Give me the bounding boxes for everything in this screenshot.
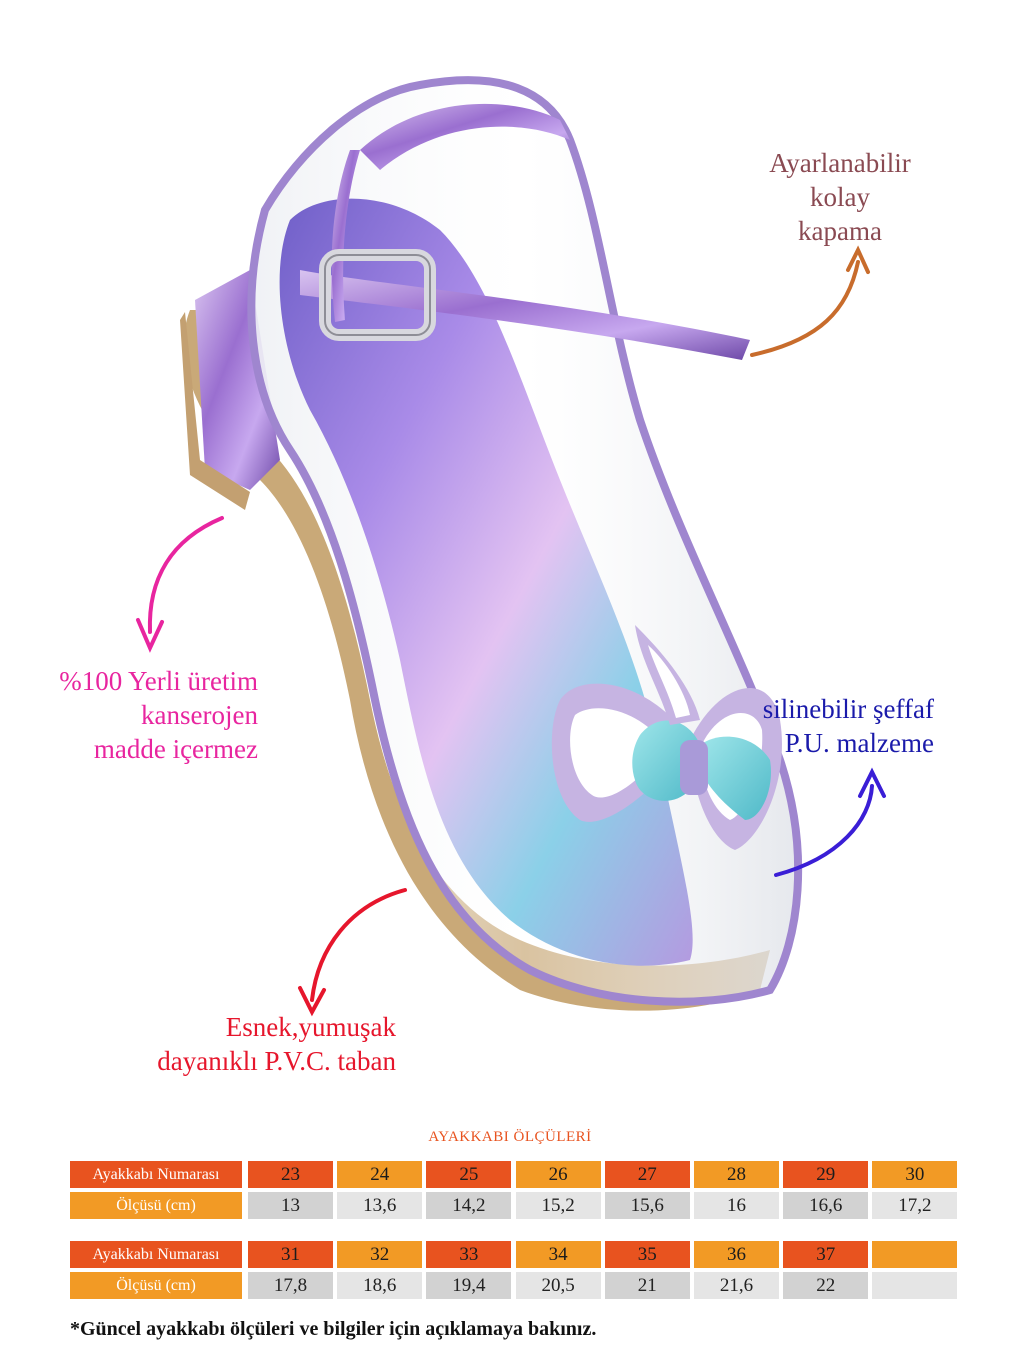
size-measure-cell: 18,6 [337, 1272, 423, 1299]
size-number-cell: 34 [515, 1241, 601, 1268]
size-measure-cell: 22 [783, 1272, 869, 1299]
origin-line-3: madde içermez [93, 734, 258, 764]
size-measure-label: Ölçüsü (cm) [70, 1192, 242, 1219]
closure-line-1: Ayarlanabilir [769, 148, 911, 178]
closure-line-2: kolay [810, 182, 870, 212]
size-number-cell: 24 [337, 1161, 423, 1188]
sole-callout: Esnek,yumuşak dayanıklı P.V.C. taban [120, 1010, 396, 1078]
size-number-cell: 37 [783, 1241, 869, 1268]
size-number-cell [872, 1241, 958, 1268]
size-number-cell: 29 [783, 1161, 869, 1188]
size-measure-cell: 17,2 [872, 1192, 958, 1219]
size-number-cell: 33 [426, 1241, 512, 1268]
size-number-cell: 27 [604, 1161, 690, 1188]
size-number-cell: 35 [604, 1241, 690, 1268]
size-measure-cell: 16 [694, 1192, 779, 1219]
size-measure-cell: 21,6 [694, 1272, 779, 1299]
size-number-cell: 36 [694, 1241, 779, 1268]
size-measure-label: Ölçüsü (cm) [70, 1272, 242, 1299]
size-number-label: Ayakkabı Numarası [70, 1241, 242, 1268]
size-number-cell: 32 [337, 1241, 423, 1268]
size-measure-cell [872, 1272, 958, 1299]
sole-arrow [298, 888, 407, 1017]
size-number-cell: 23 [248, 1161, 333, 1188]
shoe [180, 76, 803, 1011]
size-measure-cell: 20,5 [515, 1272, 601, 1299]
footnote: *Güncel ayakkabı ölçüleri ve bilgiler iç… [70, 1318, 597, 1340]
size-measure-cell: 16,6 [783, 1192, 869, 1219]
origin-callout: %100 Yerli üretim kanserojen madde içerm… [30, 664, 258, 766]
size-measure-cell: 13,6 [337, 1192, 423, 1219]
size-number-label: Ayakkabı Numarası [70, 1161, 242, 1188]
closure-arrow [750, 245, 870, 357]
origin-line-1: %100 Yerli üretim [59, 666, 258, 696]
size-number-cell: 25 [426, 1161, 512, 1188]
size-measure-cell: 14,2 [426, 1192, 512, 1219]
origin-arrow [136, 516, 224, 653]
size-measure-cell: 17,8 [248, 1272, 333, 1299]
unicorn-bow [551, 625, 782, 850]
closure-line-3: kapama [798, 216, 882, 246]
closure-callout: Ayarlanabilir kolay kapama [755, 146, 925, 248]
material-line-1: silinebilir şeffaf [762, 694, 934, 724]
size-measure-cell: 15,2 [515, 1192, 601, 1219]
strap [360, 103, 570, 170]
heel [195, 270, 280, 490]
size-measure-cell: 13 [248, 1192, 333, 1219]
size-number-cell: 30 [872, 1161, 958, 1188]
size-number-cell: 26 [515, 1161, 601, 1188]
material-line-2: P.U. malzeme [784, 728, 934, 758]
sole-line-1: Esnek,yumuşak [225, 1012, 396, 1042]
size-number-cell: 28 [694, 1161, 779, 1188]
size-measure-cell: 15,6 [604, 1192, 690, 1219]
sole-line-2: dayanıklı P.V.C. taban [157, 1046, 396, 1076]
size-number-cell: 31 [248, 1241, 333, 1268]
size-measure-cell: 19,4 [426, 1272, 512, 1299]
origin-line-2: kanserojen [141, 700, 258, 730]
material-callout: silinebilir şeffaf P.U. malzeme [700, 692, 934, 760]
size-table-title: AYAKKABI ÖLÇÜLERİ [428, 1129, 592, 1145]
size-measure-cell: 21 [604, 1272, 690, 1299]
material-arrow [774, 767, 886, 877]
